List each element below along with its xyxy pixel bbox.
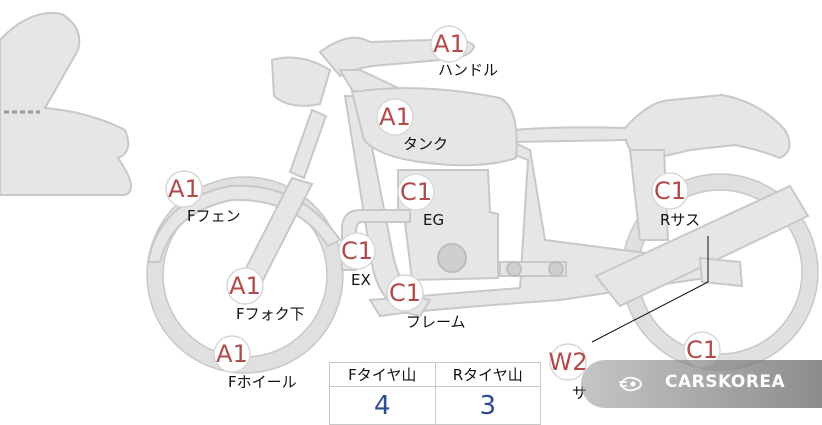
part-label-handle: ハンドル — [438, 61, 498, 79]
badge-code: A1 — [433, 30, 465, 58]
badge-code: A1 — [168, 175, 200, 203]
badge-code: C1 — [686, 336, 718, 364]
badge-code: A1 — [216, 340, 248, 368]
muffler-shape — [594, 184, 810, 308]
badge-code: W2 — [549, 348, 588, 376]
part-label-front-wheel: Fホイール — [228, 373, 297, 391]
front-tread-value: 4 — [329, 386, 436, 425]
badge-circle — [338, 232, 376, 270]
tread-table: Fタイヤ山 Rタイヤ山 4 3 — [329, 362, 541, 425]
badge-muffler: W2サ — [549, 343, 588, 402]
carskorea-watermark: CARSKOREA — [581, 360, 822, 408]
rear-tread-value: 3 — [434, 386, 541, 425]
badge-circle — [213, 335, 251, 373]
badge-handle: A1 ハンドル — [430, 25, 498, 79]
headlight-shape — [270, 56, 332, 107]
badge-circle — [165, 170, 203, 208]
part-label-front-fork: Fフォク下 — [236, 305, 305, 323]
part-label-frame: フレーム — [406, 313, 466, 331]
cowl-shape — [0, 12, 133, 196]
muffler-leader-line — [591, 281, 709, 343]
part-label-fender: Fフェン — [187, 207, 241, 225]
badge-rear-wheel: C1 — [683, 331, 721, 369]
part-label-exhaust: EX — [351, 271, 371, 289]
badge-code: A1 — [229, 272, 261, 300]
badge-layer: A1ハンドルA1タンクA1FフェンC1EGC1RサスC1EXA1Fフォク下C1フ… — [165, 25, 721, 402]
fork-upper-shape — [288, 108, 328, 180]
badge-code: C1 — [654, 177, 686, 205]
front-tread-header: Fタイヤ山 — [329, 362, 436, 387]
part-label-engine: EG — [423, 211, 444, 229]
tank-shape — [350, 87, 518, 167]
badge-circle — [397, 173, 435, 211]
badge-frame: C1 フレーム — [386, 274, 466, 331]
watermark-brand: CARSKOREA — [665, 372, 786, 392]
badge-circle — [376, 98, 414, 136]
badge-tank: A1 タンク — [376, 98, 448, 153]
badge-circle — [651, 172, 689, 210]
part-label-tank: タンク — [403, 135, 448, 153]
badge-circle — [430, 25, 468, 63]
part-label-rear-suspension: Rサス — [660, 211, 700, 229]
badge-code: A1 — [379, 103, 411, 131]
rear-shock-shape — [628, 149, 670, 241]
badge-code: C1 — [341, 237, 373, 265]
rear-tread-header: Rタイヤ山 — [434, 362, 541, 387]
carskorea-logo-icon — [619, 376, 642, 392]
badge-circle — [549, 343, 587, 381]
badge-circle — [386, 274, 424, 312]
badge-code: C1 — [400, 178, 432, 206]
badge-code: C1 — [389, 279, 421, 307]
badge-circle — [226, 267, 264, 305]
